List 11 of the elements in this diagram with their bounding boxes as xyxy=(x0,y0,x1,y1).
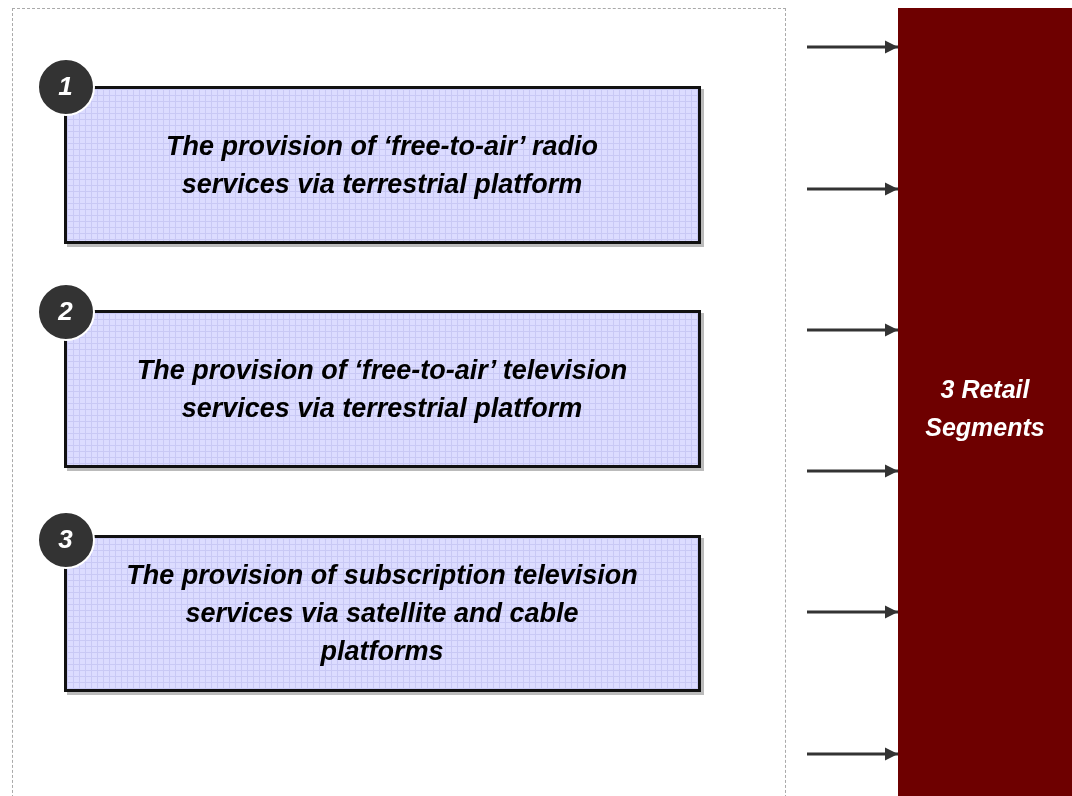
arrow xyxy=(807,40,898,54)
arrow xyxy=(807,605,898,619)
number-badge: 3 xyxy=(36,510,95,569)
segment-bar: 3 Retail Segments xyxy=(898,8,1072,796)
number-badge: 2 xyxy=(36,282,95,341)
number-badge: 1 xyxy=(36,57,95,116)
arrow xyxy=(807,182,898,196)
dashed-frame xyxy=(12,8,786,796)
arrow xyxy=(807,464,898,478)
arrow xyxy=(807,747,898,761)
arrow xyxy=(807,323,898,337)
